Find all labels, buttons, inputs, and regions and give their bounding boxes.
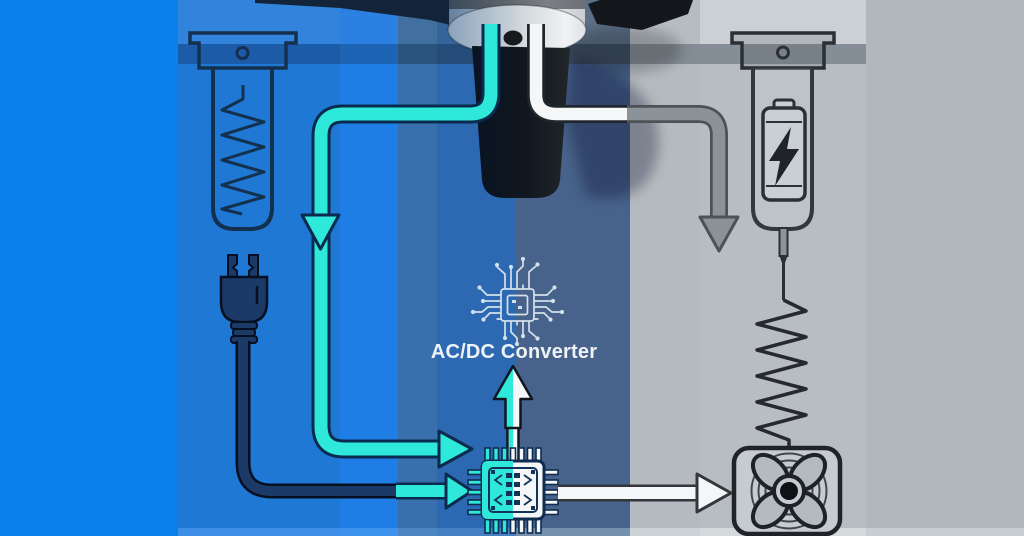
box-fan-icon bbox=[731, 445, 843, 536]
ceiling-bracket-icon bbox=[188, 31, 298, 70]
hanger-tube-icon bbox=[211, 68, 274, 231]
lightning-bolt-icon bbox=[769, 127, 799, 186]
fan-blade-right bbox=[588, 0, 693, 30]
converter-label: AC/DC Converter bbox=[431, 341, 597, 363]
ac-into-chip-arrow bbox=[437, 429, 474, 469]
fan-blade-left bbox=[255, 0, 470, 30]
spring-icon bbox=[755, 298, 808, 449]
fan-wall-shadow bbox=[566, 27, 682, 199]
battery-icon bbox=[761, 98, 807, 202]
chip-die-details bbox=[491, 470, 535, 510]
fan-cap-hole bbox=[503, 30, 523, 46]
converter-microchip bbox=[467, 447, 559, 534]
circuit-chip-icon bbox=[470, 256, 565, 347]
ceiling-bracket-icon bbox=[730, 31, 836, 70]
spring-icon bbox=[220, 85, 266, 216]
ac-plug bbox=[219, 254, 474, 510]
ac-flow-pipe bbox=[300, 24, 501, 469]
dc-output-arrow bbox=[558, 472, 733, 514]
ac-supply-down-arrow bbox=[300, 213, 341, 251]
dc-return-down-arrow bbox=[698, 215, 740, 253]
dc-battery-hanger bbox=[730, 31, 836, 449]
fan-hub-cap bbox=[780, 482, 798, 500]
hanger-nub bbox=[778, 227, 789, 257]
plug-body-icon bbox=[219, 275, 269, 324]
flat-blue-panel bbox=[0, 0, 178, 536]
dc-flow-pipe bbox=[527, 24, 740, 253]
flat-gray-panel bbox=[866, 0, 1024, 536]
bracket-screw-icon bbox=[776, 45, 790, 60]
ac-spring-hanger bbox=[188, 31, 298, 231]
bracket-screw-icon bbox=[235, 46, 250, 60]
